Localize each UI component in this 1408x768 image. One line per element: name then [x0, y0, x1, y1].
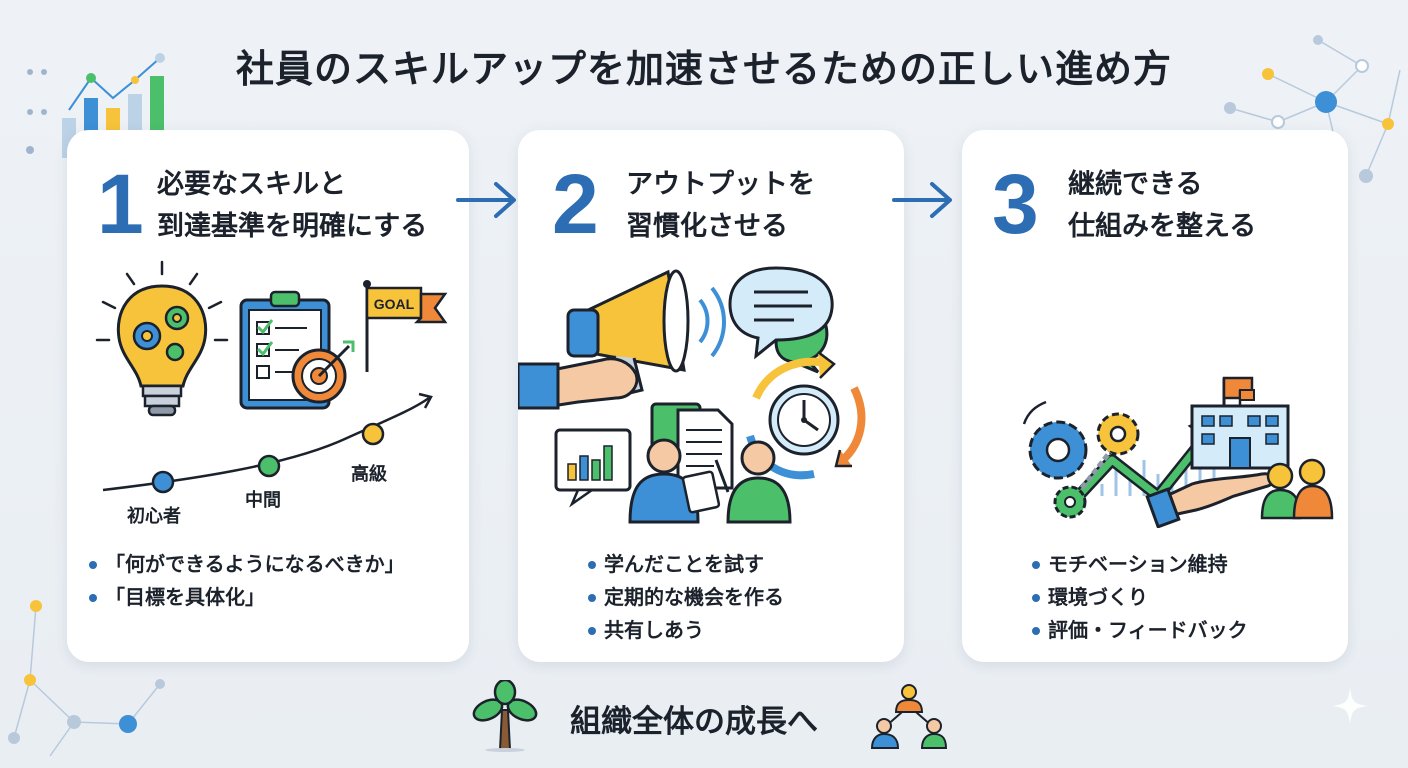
gears-chain-icon [1022, 400, 1140, 519]
level-label-advanced: 高級 [351, 464, 387, 485]
step-heading: 継続できる 仕組みを整える [1068, 164, 1256, 248]
arrow-right-icon [892, 182, 952, 218]
step-card-1: 1 必要なスキルと 到達基準を明確にする [67, 130, 469, 662]
tree-sprout-icon [472, 680, 538, 752]
list-item: 評価・フィードバック [1030, 614, 1248, 647]
footer-text: 組織全体の成長へ [570, 704, 818, 740]
clock-cycle-icon [746, 351, 866, 480]
step-heading-line: 必要なスキルと [157, 169, 346, 200]
building-icon [1190, 389, 1290, 470]
level-marker-advanced [361, 422, 385, 446]
level-label-middle: 中間 [245, 490, 281, 511]
bullet-list: 学んだことを試す 定期的な機会を作る 共有しあう [586, 548, 784, 647]
goal-flag-icon: GOAL [363, 280, 448, 372]
step-number: 2 [552, 157, 599, 251]
list-item: モチベーション維持 [1030, 548, 1248, 581]
level-progress-line [102, 392, 433, 494]
step-number: 3 [992, 157, 1039, 251]
step-card-3: 3 継続できる 仕組みを整える [962, 130, 1348, 662]
step-heading-line: 到達基準を明確にする [157, 211, 428, 242]
bullet-list: 「何ができるようになるべきか」 「目標を具体化」 [87, 548, 405, 614]
page-title: 社員のスキルアップを加速させるための正しい進め方 [235, 47, 1172, 91]
target-icon [291, 340, 355, 404]
list-item: 「目標を具体化」 [87, 581, 405, 614]
arrow-right-icon [456, 182, 516, 218]
step-heading-line: 仕組みを整える [1068, 211, 1257, 242]
level-label-beginner: 初心者 [127, 506, 181, 527]
team-network-icon [870, 684, 948, 749]
step-heading-line: アウトプットを [626, 169, 815, 200]
step-card-2: 2 アウトプットを 習慣化させる [518, 130, 904, 662]
list-item: 共有しあう [586, 614, 784, 647]
list-item: 環境づくり [1030, 581, 1248, 614]
speech-bubble-icon [728, 266, 834, 374]
network-decoration-icon [1224, 35, 1401, 183]
footer: 組織全体の成長へ [470, 676, 960, 756]
chart-board-icon [554, 428, 632, 508]
level-marker-middle [257, 454, 281, 478]
level-marker-beginner [151, 470, 175, 494]
bullet-list: モチベーション維持 環境づくり 評価・フィードバック [1030, 548, 1248, 647]
lightbulb-gears-icon [95, 260, 229, 417]
goal-flag-label: GOAL [374, 296, 415, 312]
list-item: 定期的な機会を作る [586, 581, 784, 614]
sparkle-icon [1332, 688, 1368, 724]
people-discussion-icon [628, 438, 792, 524]
helping-hand-people-icon [1145, 458, 1334, 528]
megaphone-icon [518, 269, 726, 410]
network-decoration-icon [8, 600, 165, 757]
step-heading-line: 習慣化させる [626, 211, 788, 242]
list-item: 「何ができるようになるべきか」 [87, 548, 405, 581]
step-heading-line: 継続できる [1068, 169, 1203, 200]
step-heading: アウトプットを 習慣化させる [626, 164, 815, 248]
step-heading: 必要なスキルと 到達基準を明確にする [157, 164, 427, 248]
step-number: 1 [97, 157, 144, 251]
list-item: 学んだことを試す [586, 548, 784, 581]
checklist-clipboard-icon [239, 290, 331, 410]
